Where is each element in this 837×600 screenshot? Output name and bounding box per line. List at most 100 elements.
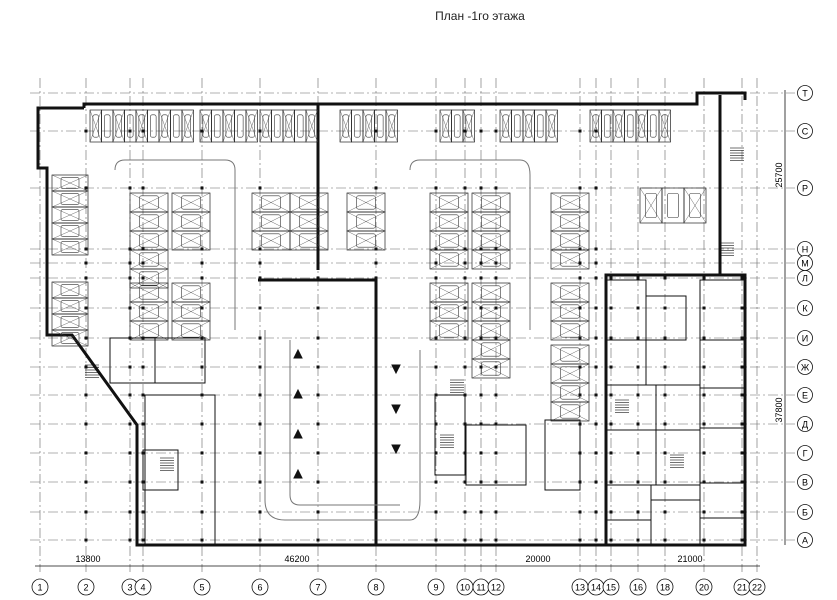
structural-column <box>594 129 598 133</box>
parking-stall <box>658 109 671 143</box>
structural-column <box>200 306 204 310</box>
axis-label-row: С <box>802 127 809 137</box>
axis-label-column: 7 <box>315 583 320 593</box>
structural-column <box>374 480 378 484</box>
axis-bubble-row <box>797 180 813 196</box>
structural-column <box>663 451 667 455</box>
structural-column <box>494 393 498 397</box>
structural-column <box>594 510 598 514</box>
structural-column <box>463 247 467 251</box>
structural-column <box>374 422 378 426</box>
parking-stall <box>346 230 386 251</box>
car-icon <box>139 323 159 338</box>
car-icon <box>560 304 580 319</box>
parking-stall <box>429 249 469 270</box>
structural-column <box>434 422 438 426</box>
car-icon <box>261 214 281 229</box>
parking-row-north <box>101 109 114 143</box>
axis-label-column: 11 <box>476 583 485 593</box>
room <box>605 384 657 431</box>
stall-cross <box>550 401 590 422</box>
axis-bubble-column <box>31 578 49 596</box>
structural-column <box>740 336 744 340</box>
structural-column <box>84 186 88 190</box>
parking-row-north <box>511 109 524 143</box>
parking-stall <box>385 109 398 143</box>
structural-column <box>663 306 667 310</box>
structural-column <box>258 247 262 251</box>
structural-column <box>636 480 640 484</box>
stall-cross <box>346 192 386 213</box>
parking-stack <box>346 211 386 232</box>
stall-cross <box>305 109 318 143</box>
car-icon <box>537 114 544 138</box>
parking-stall <box>51 329 89 347</box>
structural-column <box>479 422 483 426</box>
direction-arrow-icon <box>293 468 303 479</box>
car-icon <box>60 241 80 253</box>
parking-stack-west <box>51 313 89 331</box>
structural-column <box>663 336 667 340</box>
structural-column <box>316 186 320 190</box>
structural-column <box>578 480 582 484</box>
stall-cross <box>129 282 169 303</box>
ramp-loop <box>264 330 421 521</box>
car-icon <box>299 214 319 229</box>
axis-label-row: М <box>801 259 809 269</box>
axis-label-column: 6 <box>257 583 262 593</box>
structural-column <box>258 451 262 455</box>
axis-label-column: 10 <box>460 583 470 593</box>
parking-stack <box>429 249 469 270</box>
parking-stack-west <box>51 297 89 315</box>
structural-column <box>316 422 320 426</box>
car-icon <box>560 366 580 381</box>
parking-row-north <box>124 109 137 143</box>
structural-column <box>200 336 204 340</box>
parking-stack <box>171 301 211 322</box>
structural-column <box>594 365 598 369</box>
parking-row-north <box>294 109 307 143</box>
walls <box>36 91 747 547</box>
structural-column <box>128 276 132 280</box>
stall-cross <box>112 109 125 143</box>
axis-label-column: 18 <box>660 583 670 593</box>
car-icon <box>173 114 180 138</box>
stall-cross <box>51 281 89 299</box>
structural-column <box>316 451 320 455</box>
structural-column <box>374 186 378 190</box>
parking-row-north <box>112 109 125 143</box>
car-icon <box>365 114 372 138</box>
axis-label-column: 8 <box>373 583 378 593</box>
parking-row-north <box>499 109 512 143</box>
structural-column <box>128 306 132 310</box>
stall-cross <box>550 344 590 365</box>
direction-arrow-icon <box>391 404 401 415</box>
structural-column <box>374 247 378 251</box>
stall-cross <box>635 109 648 143</box>
wall-east-block <box>604 95 722 545</box>
axis-bubble-column <box>77 578 95 596</box>
stall-cross <box>339 109 352 143</box>
axis-label-column: 2 <box>83 583 88 593</box>
structural-column <box>200 393 204 397</box>
stall-cross <box>550 382 590 403</box>
car-icon <box>60 284 80 296</box>
car-icon <box>689 192 701 219</box>
parking-row-north <box>181 109 194 143</box>
car-icon <box>560 252 580 267</box>
room <box>605 279 647 341</box>
structural-column <box>663 538 667 542</box>
structural-column <box>84 510 88 514</box>
parking-stack <box>471 320 511 341</box>
structural-column <box>740 422 744 426</box>
stall-cross <box>346 230 386 251</box>
parking-stall <box>171 230 211 251</box>
car-icon <box>514 114 521 138</box>
room <box>699 427 746 484</box>
car-icon <box>139 233 159 248</box>
stall-cross <box>129 249 169 270</box>
parking-stack-west <box>51 238 89 256</box>
axis-label-column: 15 <box>606 583 616 593</box>
structural-column <box>494 480 498 484</box>
stall-cross <box>51 313 89 331</box>
